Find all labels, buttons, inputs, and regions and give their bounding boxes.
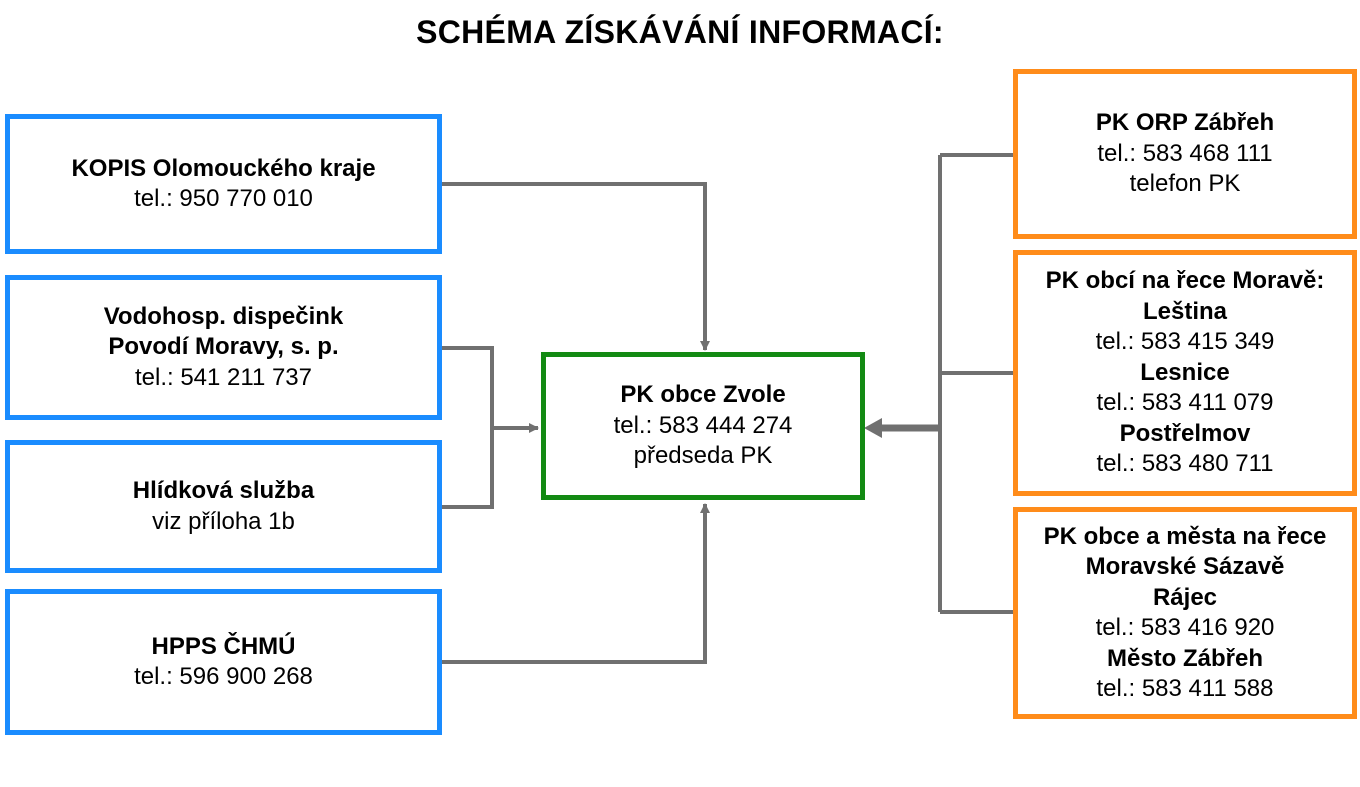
morava-entry-name: Lesnice xyxy=(1140,358,1230,386)
hpps-name: HPPS ČHMÚ xyxy=(151,632,296,660)
sazava-heading-line1: PK obce a města na řece xyxy=(1043,522,1327,550)
box-hpps: HPPS ČHMÚ tel.: 596 900 268 xyxy=(5,589,442,735)
box-hlidkova: Hlídková služba viz příloha 1b xyxy=(5,440,442,573)
orp-phone: tel.: 583 468 111 xyxy=(1097,139,1273,167)
box-kopis: KOPIS Olomouckého kraje tel.: 950 770 01… xyxy=(5,114,442,254)
box-obce-sazava: PK obce a města na řece Moravské Sázavě … xyxy=(1013,507,1357,719)
box-obce-morava: PK obcí na řece Moravě: Leština tel.: 58… xyxy=(1013,250,1357,496)
center-note: předseda PK xyxy=(633,442,773,470)
vodohosp-name-line1: Vodohosp. dispečink xyxy=(103,302,344,330)
diagram-title: SCHÉMA ZÍSKÁVÁNÍ INFORMACÍ: xyxy=(416,14,944,50)
hlidkova-name: Hlídková služba xyxy=(132,477,315,504)
morava-entry-name: Leština xyxy=(1142,297,1228,325)
connector-hpps xyxy=(442,503,710,664)
kopis-name: KOPIS Olomouckého kraje xyxy=(71,154,376,182)
sazava-entry-name: Rájec xyxy=(1152,583,1218,611)
morava-entry-name: Postřelmov xyxy=(1119,419,1251,447)
sazava-entry-name: Město Zábřeh xyxy=(1106,644,1264,672)
connector-kopis xyxy=(442,182,710,351)
center-phone: tel.: 583 444 274 xyxy=(613,411,793,439)
sazava-heading-line2: Moravské Sázavě xyxy=(1085,553,1285,580)
morava-entry-phone: tel.: 583 480 711 xyxy=(1096,450,1274,478)
orp-name: PK ORP Zábřeh xyxy=(1095,109,1275,137)
hlidkova-note: viz příloha 1b xyxy=(152,507,295,535)
arrow-into-center-right xyxy=(864,418,882,438)
connector-vodohosp xyxy=(442,346,494,509)
vodohosp-name-line2: Povodí Moravy, s. p. xyxy=(108,333,339,361)
sazava-entry-phone: tel.: 583 411 588 xyxy=(1096,675,1274,702)
morava-entry-phone: tel.: 583 415 349 xyxy=(1095,328,1275,356)
hpps-phone: tel.: 596 900 268 xyxy=(134,663,313,690)
center-name: PK obce Zvole xyxy=(620,381,786,409)
vodohosp-phone: tel.: 541 211 737 xyxy=(134,363,313,391)
orp-note: telefon PK xyxy=(1129,170,1241,198)
sazava-entry-phone: tel.: 583 416 920 xyxy=(1095,614,1275,641)
kopis-phone: tel.: 950 770 010 xyxy=(134,185,313,212)
box-vodohosp: Vodohosp. dispečink Povodí Moravy, s. p.… xyxy=(5,275,442,420)
box-orp-zabreh: PK ORP Zábřeh tel.: 583 468 111 telefon … xyxy=(1013,69,1357,239)
morava-entry-phone: tel.: 583 411 079 xyxy=(1096,389,1274,417)
morava-heading: PK obcí na řece Moravě: xyxy=(1045,267,1325,295)
box-center-zvole: PK obce Zvole tel.: 583 444 274 předseda… xyxy=(541,352,865,500)
